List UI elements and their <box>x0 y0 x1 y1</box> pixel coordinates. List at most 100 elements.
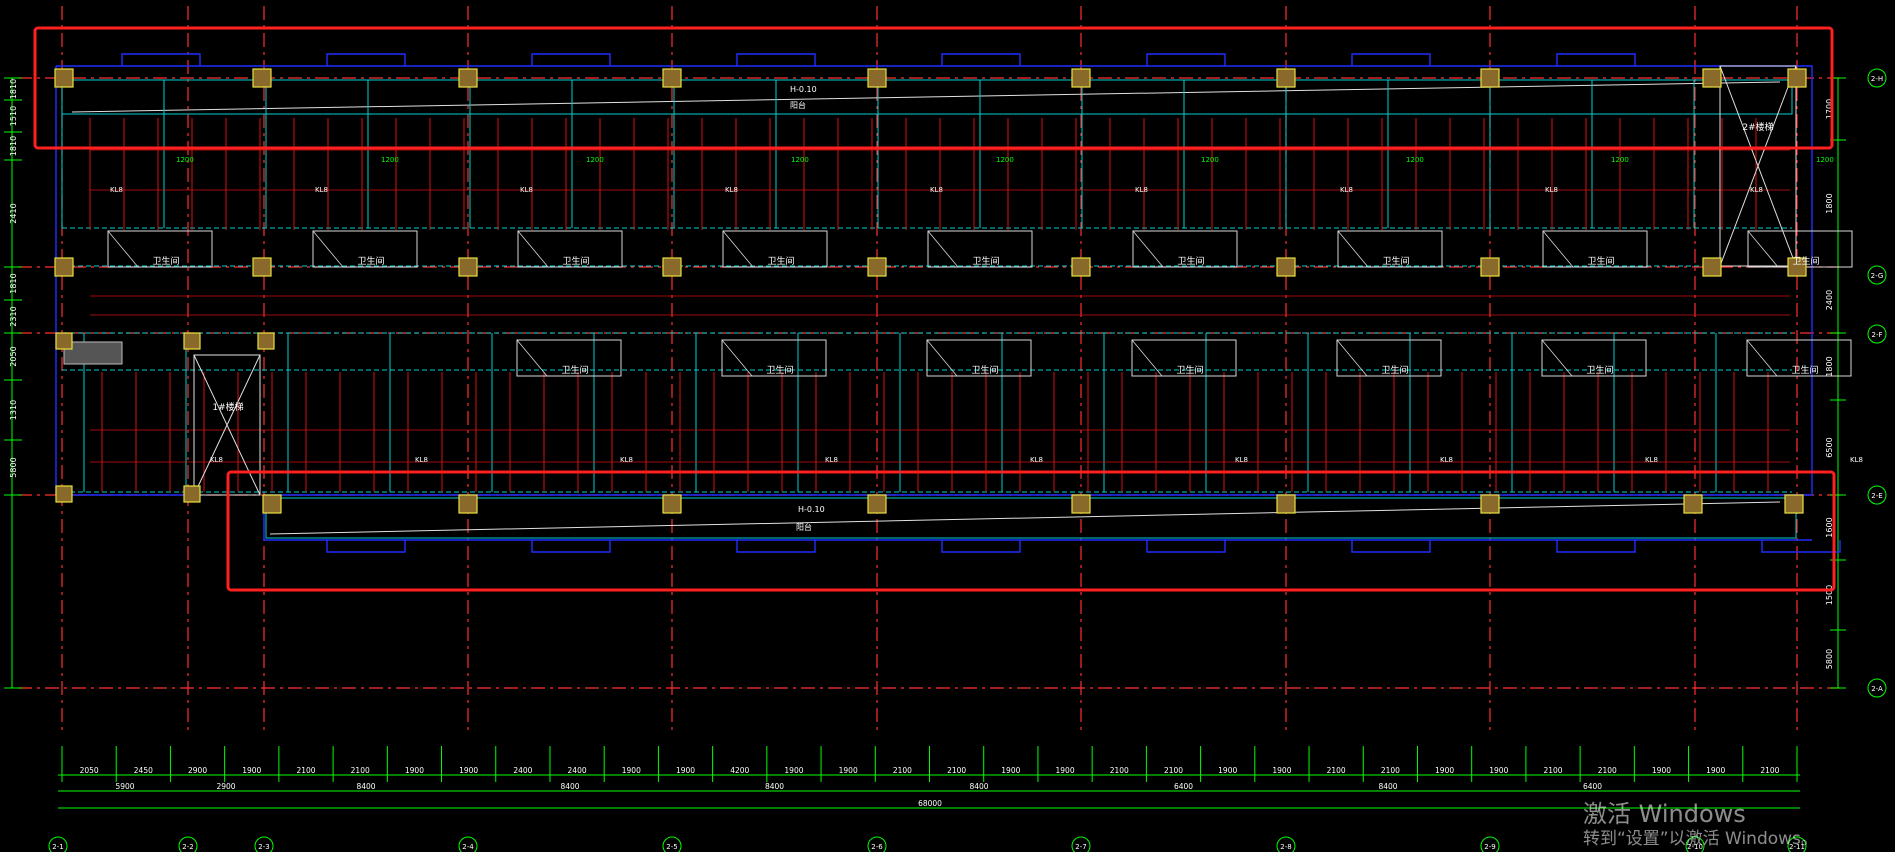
beam-label: KL8 <box>415 456 428 464</box>
bay-marker <box>48 836 68 852</box>
bottom-dim-text-1: 2100 <box>1110 766 1129 775</box>
bottom-dim-text-1: 1900 <box>1218 766 1237 775</box>
bay-marker-text: 2-2 <box>182 843 193 851</box>
bay-marker <box>458 836 478 852</box>
bay-marker-text: 2-4 <box>462 843 474 851</box>
door-swing <box>1542 230 1574 268</box>
bay-marker <box>1276 836 1296 852</box>
elevation-label-top: H-0.10 <box>790 85 817 94</box>
bathroom-label: 卫生间 <box>1792 255 1819 267</box>
bathroom-label: 卫生间 <box>357 255 384 267</box>
bay-marker <box>1480 836 1500 852</box>
bathroom-lower <box>721 339 827 377</box>
beam-label: KL8 <box>1850 456 1863 464</box>
column <box>257 332 275 350</box>
beam-label: KL8 <box>1235 456 1248 464</box>
door-swing <box>1132 230 1164 268</box>
rooms <box>63 65 1853 496</box>
beam-dim-label: 1200 <box>996 156 1014 164</box>
parapet-top <box>1556 53 1636 66</box>
bathroom-lower <box>1746 339 1852 377</box>
door-swing <box>1541 339 1573 377</box>
bottom-dim-text-1: 2100 <box>1598 766 1617 775</box>
beam-label: KL8 <box>1645 456 1658 464</box>
bay-marker-text: 2-5 <box>666 843 677 851</box>
bottom-dim-text-1: 1900 <box>1056 766 1075 775</box>
column <box>54 68 74 88</box>
row-marker <box>1867 68 1887 88</box>
bottom-dim-text-2: 5900 <box>115 782 134 791</box>
column <box>458 257 478 277</box>
parapet-top <box>1351 53 1431 66</box>
bathroom-lower <box>1336 339 1442 377</box>
bottom-dim-text-1: 4200 <box>730 766 749 775</box>
column <box>183 332 201 350</box>
beam-label: KL8 <box>825 456 838 464</box>
parapet-bottom <box>941 540 1021 553</box>
beam-label: KL8 <box>1750 186 1763 194</box>
highlight-boxes <box>33 26 1836 592</box>
column <box>458 494 478 514</box>
bathroom-upper <box>107 230 213 268</box>
left-dim-text: 2410 <box>9 203 18 223</box>
bathroom-label: 卫生间 <box>1586 364 1613 376</box>
bathroom-label: 卫生间 <box>1791 364 1818 376</box>
right-dim-text: 1600 <box>1825 517 1834 537</box>
door-swing <box>722 230 754 268</box>
column <box>662 68 682 88</box>
door-swing <box>107 230 139 268</box>
bottom-dim-text-1: 1900 <box>459 766 478 775</box>
left-dim-text: 1510 <box>9 106 18 126</box>
column <box>1276 257 1296 277</box>
bathroom-lower <box>1541 339 1647 377</box>
beam-label: KL8 <box>725 186 738 194</box>
row-marker-text: 2-E <box>1871 492 1882 500</box>
bathroom-upper <box>1542 230 1648 268</box>
beam-label: KL8 <box>1135 186 1148 194</box>
beam-label: KL8 <box>520 186 533 194</box>
bottom-dim-text-1: 1900 <box>1706 766 1725 775</box>
column <box>55 485 73 503</box>
row-marker <box>1867 265 1887 285</box>
door-swing <box>517 230 549 268</box>
bottom-dim-text-1: 2100 <box>1327 766 1346 775</box>
bathroom-label: 卫生间 <box>1177 255 1204 267</box>
door-swing <box>927 230 959 268</box>
bottom-dim-text-1: 1900 <box>784 766 803 775</box>
column <box>662 257 682 277</box>
column <box>252 257 272 277</box>
left-dim-text: 5800 <box>9 457 18 477</box>
right-dim-text: 1700 <box>1825 99 1834 119</box>
beam-dim-label: 1200 <box>586 156 604 164</box>
column <box>1071 257 1091 277</box>
column <box>262 494 282 514</box>
column <box>1702 257 1722 277</box>
beam-dim-label: 1200 <box>176 156 194 164</box>
bathroom-label: 卫生间 <box>1381 364 1408 376</box>
bottom-dim-text-1: 2900 <box>188 766 207 775</box>
right-dim-text: 6500 <box>1825 437 1834 457</box>
bottom-dim-text-1: 2450 <box>134 766 153 775</box>
bottom-dim-text-1: 2050 <box>80 766 99 775</box>
bay-marker-text: 2-6 <box>871 843 883 851</box>
stair-label-2: 2#楼梯 <box>1742 121 1773 133</box>
column <box>867 494 887 514</box>
bottom-dim-text-1: 2100 <box>1543 766 1562 775</box>
column <box>867 257 887 277</box>
bottom-dim-text-1: 1900 <box>1272 766 1291 775</box>
column <box>1480 494 1500 514</box>
column <box>252 68 272 88</box>
row-marker <box>1867 485 1887 505</box>
bottom-dim-text-1: 2100 <box>351 766 370 775</box>
beam-dim-label: 1200 <box>1201 156 1219 164</box>
windows-activation-watermark: 激活 Windows 转到“设置”以激活 Windows。 <box>1583 800 1818 850</box>
parapet-top <box>326 53 406 66</box>
bathroom-label: 卫生间 <box>766 364 793 376</box>
bottom-dim-text-1: 1900 <box>1489 766 1508 775</box>
bottom-dim-text-1: 1900 <box>676 766 695 775</box>
bathroom-label: 卫生间 <box>971 364 998 376</box>
bottom-dim-text-1: 2100 <box>893 766 912 775</box>
door-swing <box>926 339 958 377</box>
highlight-box-top <box>33 26 1834 150</box>
